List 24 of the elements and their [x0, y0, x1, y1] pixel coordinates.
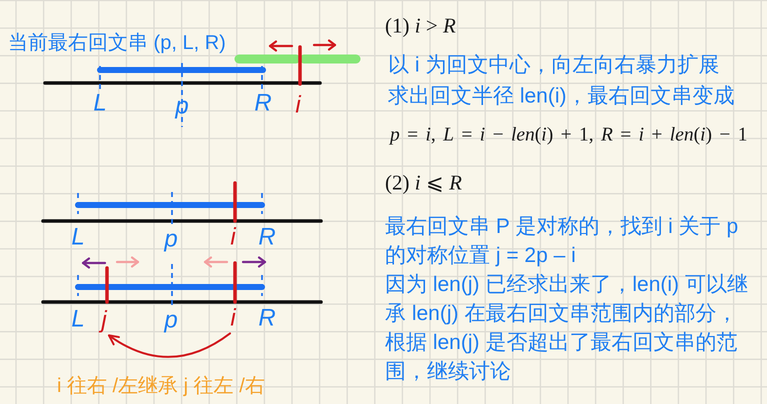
explanation-text: 因为 len(j) 已经求出来了，len(i) 可以继承 len(j) 在最右回文串范围内的部分，	[385, 272, 749, 327]
point-label: p	[164, 226, 178, 254]
point-label: R	[258, 224, 276, 252]
explanation-text: 最右回文串 P 是对称的，找到 i 关于 p 的对称位置 j = 2p – i	[385, 214, 740, 269]
point-label: i	[295, 92, 301, 120]
explanation-text: 求出回文半径 len(i)，最右回文串变成	[388, 83, 735, 109]
explanation-text: 根据 len(j) 是否超出了最右回文串的范围，继续讨论	[385, 330, 738, 385]
curved-arrow	[108, 332, 231, 358]
note-text: i 往右 /左继承 j 往左 /右	[57, 374, 265, 398]
point-label: i	[230, 304, 236, 334]
point-label: L	[71, 224, 85, 252]
case-heading: (2) i ⩽ R	[385, 170, 462, 196]
point-label: L	[71, 306, 85, 334]
case-heading: (1) i > R	[385, 13, 456, 39]
point-label: j	[101, 306, 107, 336]
range-label: 当前最右回文串 (p, L, R)	[8, 31, 226, 55]
point-label: i	[230, 224, 236, 252]
point-label: p	[175, 92, 189, 122]
point-label: R	[254, 90, 272, 118]
explanation-text: 以 i 为回文中心，向左向右暴力扩展	[388, 52, 720, 78]
point-label: L	[93, 90, 107, 118]
formula-text: p = i, L = i − len(i) + 1, R = i + len(i) − 1	[390, 123, 748, 147]
point-label: R	[258, 304, 276, 334]
point-label: p	[164, 306, 178, 336]
